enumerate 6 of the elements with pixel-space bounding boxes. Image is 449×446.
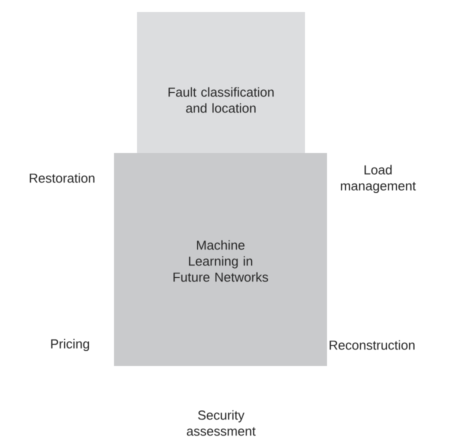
topic-label: Security assessment bbox=[186, 410, 256, 436]
topic-box: Machine Learning in Future Networks bbox=[114, 153, 327, 366]
topic-box: Fault classification and location bbox=[137, 12, 305, 153]
topic-label: Load management bbox=[340, 164, 416, 194]
topic-label: Pricing bbox=[51, 338, 90, 352]
topic-label: Restoration bbox=[30, 173, 94, 183]
